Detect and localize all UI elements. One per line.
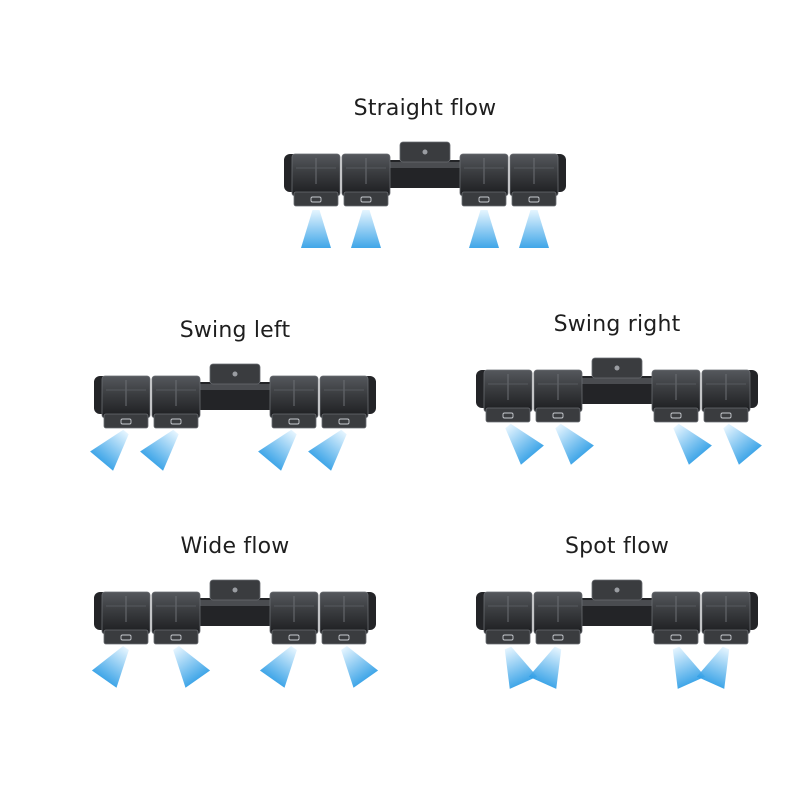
panel-spot-flow: Spot flow	[462, 528, 772, 708]
unit-body	[94, 363, 376, 429]
fan-housing	[483, 591, 533, 645]
unit-diagram	[476, 579, 758, 689]
airflow-jet	[672, 646, 706, 689]
nozzle	[485, 407, 531, 423]
fan-housing	[319, 591, 369, 645]
fan-housing	[101, 375, 151, 429]
unit-diagram	[284, 141, 566, 248]
airflow-jet	[723, 423, 762, 465]
fan-housing	[151, 591, 201, 645]
nozzle	[343, 191, 389, 207]
fan-housing	[651, 591, 701, 645]
airflow-jet	[308, 429, 347, 471]
panel-title: Swing left	[179, 318, 291, 343]
fan-housing	[101, 591, 151, 645]
nozzle	[293, 191, 339, 207]
panel-title: Straight flow	[353, 96, 497, 121]
airflow-jet	[90, 429, 129, 471]
unit-body	[476, 357, 758, 423]
airflow-jet	[469, 210, 499, 248]
airflow-jet	[91, 645, 129, 688]
fan-housing	[701, 369, 751, 423]
unit-body	[94, 579, 376, 645]
mount-screw	[232, 587, 238, 593]
unit-body	[476, 579, 758, 645]
unit-diagram	[90, 363, 376, 471]
unit-body	[284, 141, 566, 207]
panel-swing-left: Swing left	[80, 312, 390, 492]
airflow-jet	[519, 210, 549, 248]
nozzle	[535, 629, 581, 645]
nozzle	[153, 629, 199, 645]
nozzle	[485, 629, 531, 645]
fan-housing	[269, 591, 319, 645]
nozzle	[103, 629, 149, 645]
nozzle	[535, 407, 581, 423]
airflow-jet	[528, 646, 562, 689]
nozzle	[653, 629, 699, 645]
airflow-jet	[173, 645, 211, 688]
fan-housing	[341, 153, 391, 207]
mount-screw	[422, 149, 428, 155]
unit-diagram	[476, 357, 762, 465]
fan-housing	[483, 369, 533, 423]
panel-wide-flow: Wide flow	[80, 528, 390, 708]
fan-housing	[651, 369, 701, 423]
mount-screw	[614, 365, 620, 371]
airflow-jet	[505, 423, 544, 465]
fan-housing	[319, 375, 369, 429]
fan-housing	[533, 591, 583, 645]
panel-title: Spot flow	[564, 534, 670, 559]
nozzle	[653, 407, 699, 423]
airflow-jet	[341, 645, 379, 688]
fan-housing	[291, 153, 341, 207]
nozzle	[321, 413, 367, 429]
panel-straight-flow: Straight flow	[270, 90, 580, 270]
panel-swing-right: Swing right	[462, 306, 772, 486]
fan-housing	[269, 375, 319, 429]
unit-diagram	[91, 579, 379, 688]
nozzle	[511, 191, 557, 207]
airflow-jet	[140, 429, 179, 471]
airflow-jet	[504, 646, 538, 689]
panel-title: Wide flow	[180, 534, 290, 559]
fan-housing	[701, 591, 751, 645]
fan-housing	[151, 375, 201, 429]
fan-housing	[509, 153, 559, 207]
mount-screw	[614, 587, 620, 593]
nozzle	[271, 629, 317, 645]
mount-screw	[232, 371, 238, 377]
nozzle	[703, 407, 749, 423]
nozzle	[461, 191, 507, 207]
nozzle	[153, 413, 199, 429]
fan-housing	[459, 153, 509, 207]
nozzle	[103, 413, 149, 429]
airflow-jet	[673, 423, 712, 465]
nozzle	[321, 629, 367, 645]
airflow-jet	[696, 646, 730, 689]
airflow-jet	[258, 429, 297, 471]
panel-title: Swing right	[553, 312, 681, 337]
airflow-jet	[301, 210, 331, 248]
fan-housing	[533, 369, 583, 423]
airflow-jet	[555, 423, 594, 465]
airflow-jet	[351, 210, 381, 248]
airflow-jet	[259, 645, 297, 688]
nozzle	[271, 413, 317, 429]
nozzle	[703, 629, 749, 645]
